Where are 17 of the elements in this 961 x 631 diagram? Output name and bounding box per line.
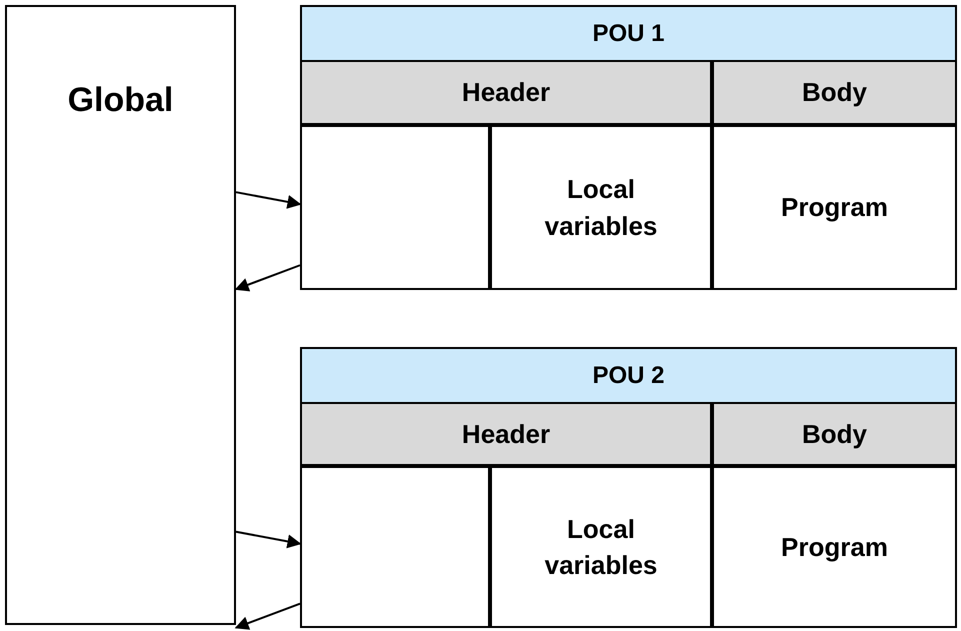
- header-cell: Header: [300, 60, 712, 125]
- table-cell: Local variables: [490, 125, 712, 290]
- arrow: [236, 530, 302, 548]
- arrow: [234, 264, 300, 292]
- pou-title-band: POU 1: [300, 5, 957, 62]
- pou-table: [300, 5, 957, 290]
- global-box: Global: [5, 5, 236, 625]
- arrow: [236, 191, 302, 209]
- header-cell: Body: [712, 60, 957, 125]
- table-cell: Program: [712, 125, 957, 290]
- pou-table: [300, 347, 957, 628]
- table-cell: Program: [712, 466, 957, 628]
- arrow: [234, 602, 300, 630]
- table-cell: Local variables: [490, 466, 712, 628]
- header-cell: Header: [300, 402, 712, 466]
- pou-title-band: POU 2: [300, 347, 957, 404]
- header-cell: Body: [712, 402, 957, 466]
